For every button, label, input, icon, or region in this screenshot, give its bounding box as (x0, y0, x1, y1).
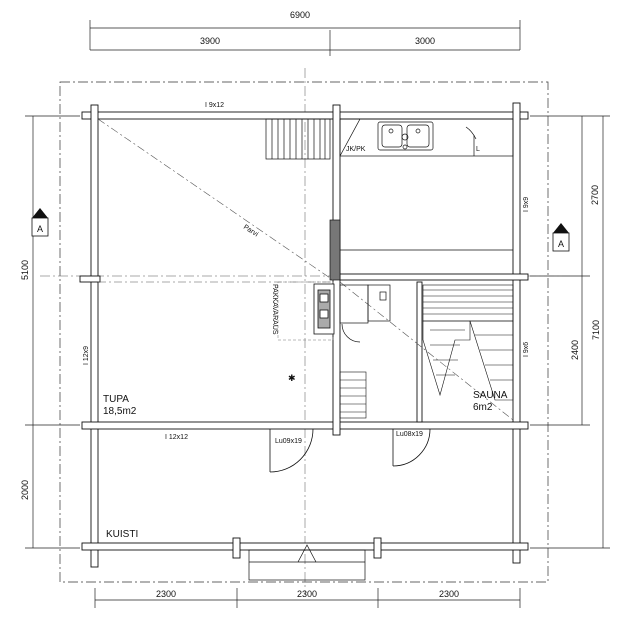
label-door-2: Lu08x19 (396, 431, 423, 438)
label-kitchen-l: L (476, 146, 480, 153)
section-marker-left (31, 208, 49, 237)
room-tupa-name: TUPA (103, 394, 129, 405)
loft-outline (97, 118, 334, 283)
dim-left-upper: 5100 (20, 260, 30, 280)
fireplace (313, 283, 335, 335)
dim-left-lower: 2000 (20, 480, 30, 500)
kitchen-counter (339, 118, 514, 251)
section-label-left: A (37, 224, 43, 234)
label-beam-top: I 9x12 (205, 102, 224, 109)
label-beam-left: I 12x9 (83, 346, 90, 365)
sauna-benches (422, 284, 514, 401)
chimney-hatched (329, 219, 341, 281)
dim-right-2700: 2700 (590, 185, 600, 205)
room-sauna-area: 6m2 (473, 402, 493, 413)
staircase-top (265, 118, 331, 160)
dim-bottom-2: 2300 (297, 589, 317, 599)
section-marker-right (552, 223, 570, 252)
dim-top-left: 3900 (200, 36, 220, 46)
dim-top-right: 3000 (415, 36, 435, 46)
section-label-right: A (558, 239, 564, 249)
dim-bottom-3: 2300 (439, 589, 459, 599)
walls (79, 102, 529, 568)
label-beam-right-upper: I 9x9 (523, 197, 530, 212)
dimension-lines (25, 20, 610, 608)
wash-bench (339, 371, 367, 419)
porch-steps (248, 544, 366, 581)
dim-bottom-1: 2300 (156, 589, 176, 599)
label-beam-right-lower: I 9x6 (523, 342, 530, 357)
roof-outline-dashed (59, 81, 549, 583)
sauna-diagonal (339, 281, 514, 421)
dim-top-total: 6900 (290, 10, 310, 20)
dim-right-7100: 7100 (591, 320, 601, 340)
lamp-icon: ✱ (288, 373, 296, 383)
room-sauna-name: SAUNA (473, 390, 508, 401)
label-kitchen: JK/PK (346, 146, 366, 153)
room-tupa-area: 18,5m2 (103, 406, 137, 417)
room-kuisti: KUISTI (106, 529, 138, 540)
sauna-stove (339, 284, 391, 343)
label-door-1: Lu09x19 (275, 438, 302, 445)
doors (269, 428, 431, 473)
dim-right-2400: 2400 (570, 340, 580, 360)
label-pakkavaraus: PAKKAVARAUS (271, 284, 278, 335)
storage-reserve (277, 281, 334, 341)
label-parvi: Parvi (242, 224, 260, 239)
label-beam-mid: I 12x12 (165, 434, 188, 441)
